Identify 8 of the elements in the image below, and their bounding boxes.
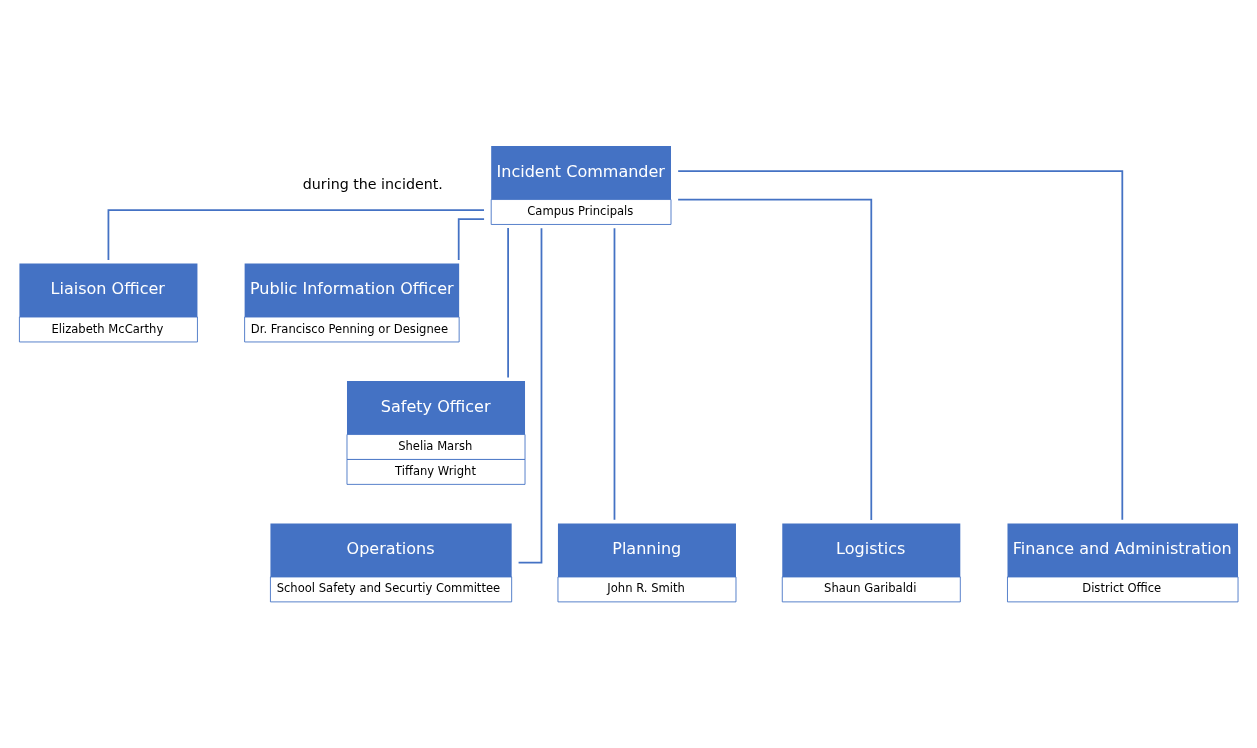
connector (517, 227, 543, 564)
connector (507, 227, 509, 379)
label: during the incident. (302, 175, 443, 192)
connector (613, 227, 616, 521)
connector (107, 209, 485, 261)
connector (677, 198, 873, 521)
connector (677, 170, 1124, 521)
connector (457, 218, 485, 261)
